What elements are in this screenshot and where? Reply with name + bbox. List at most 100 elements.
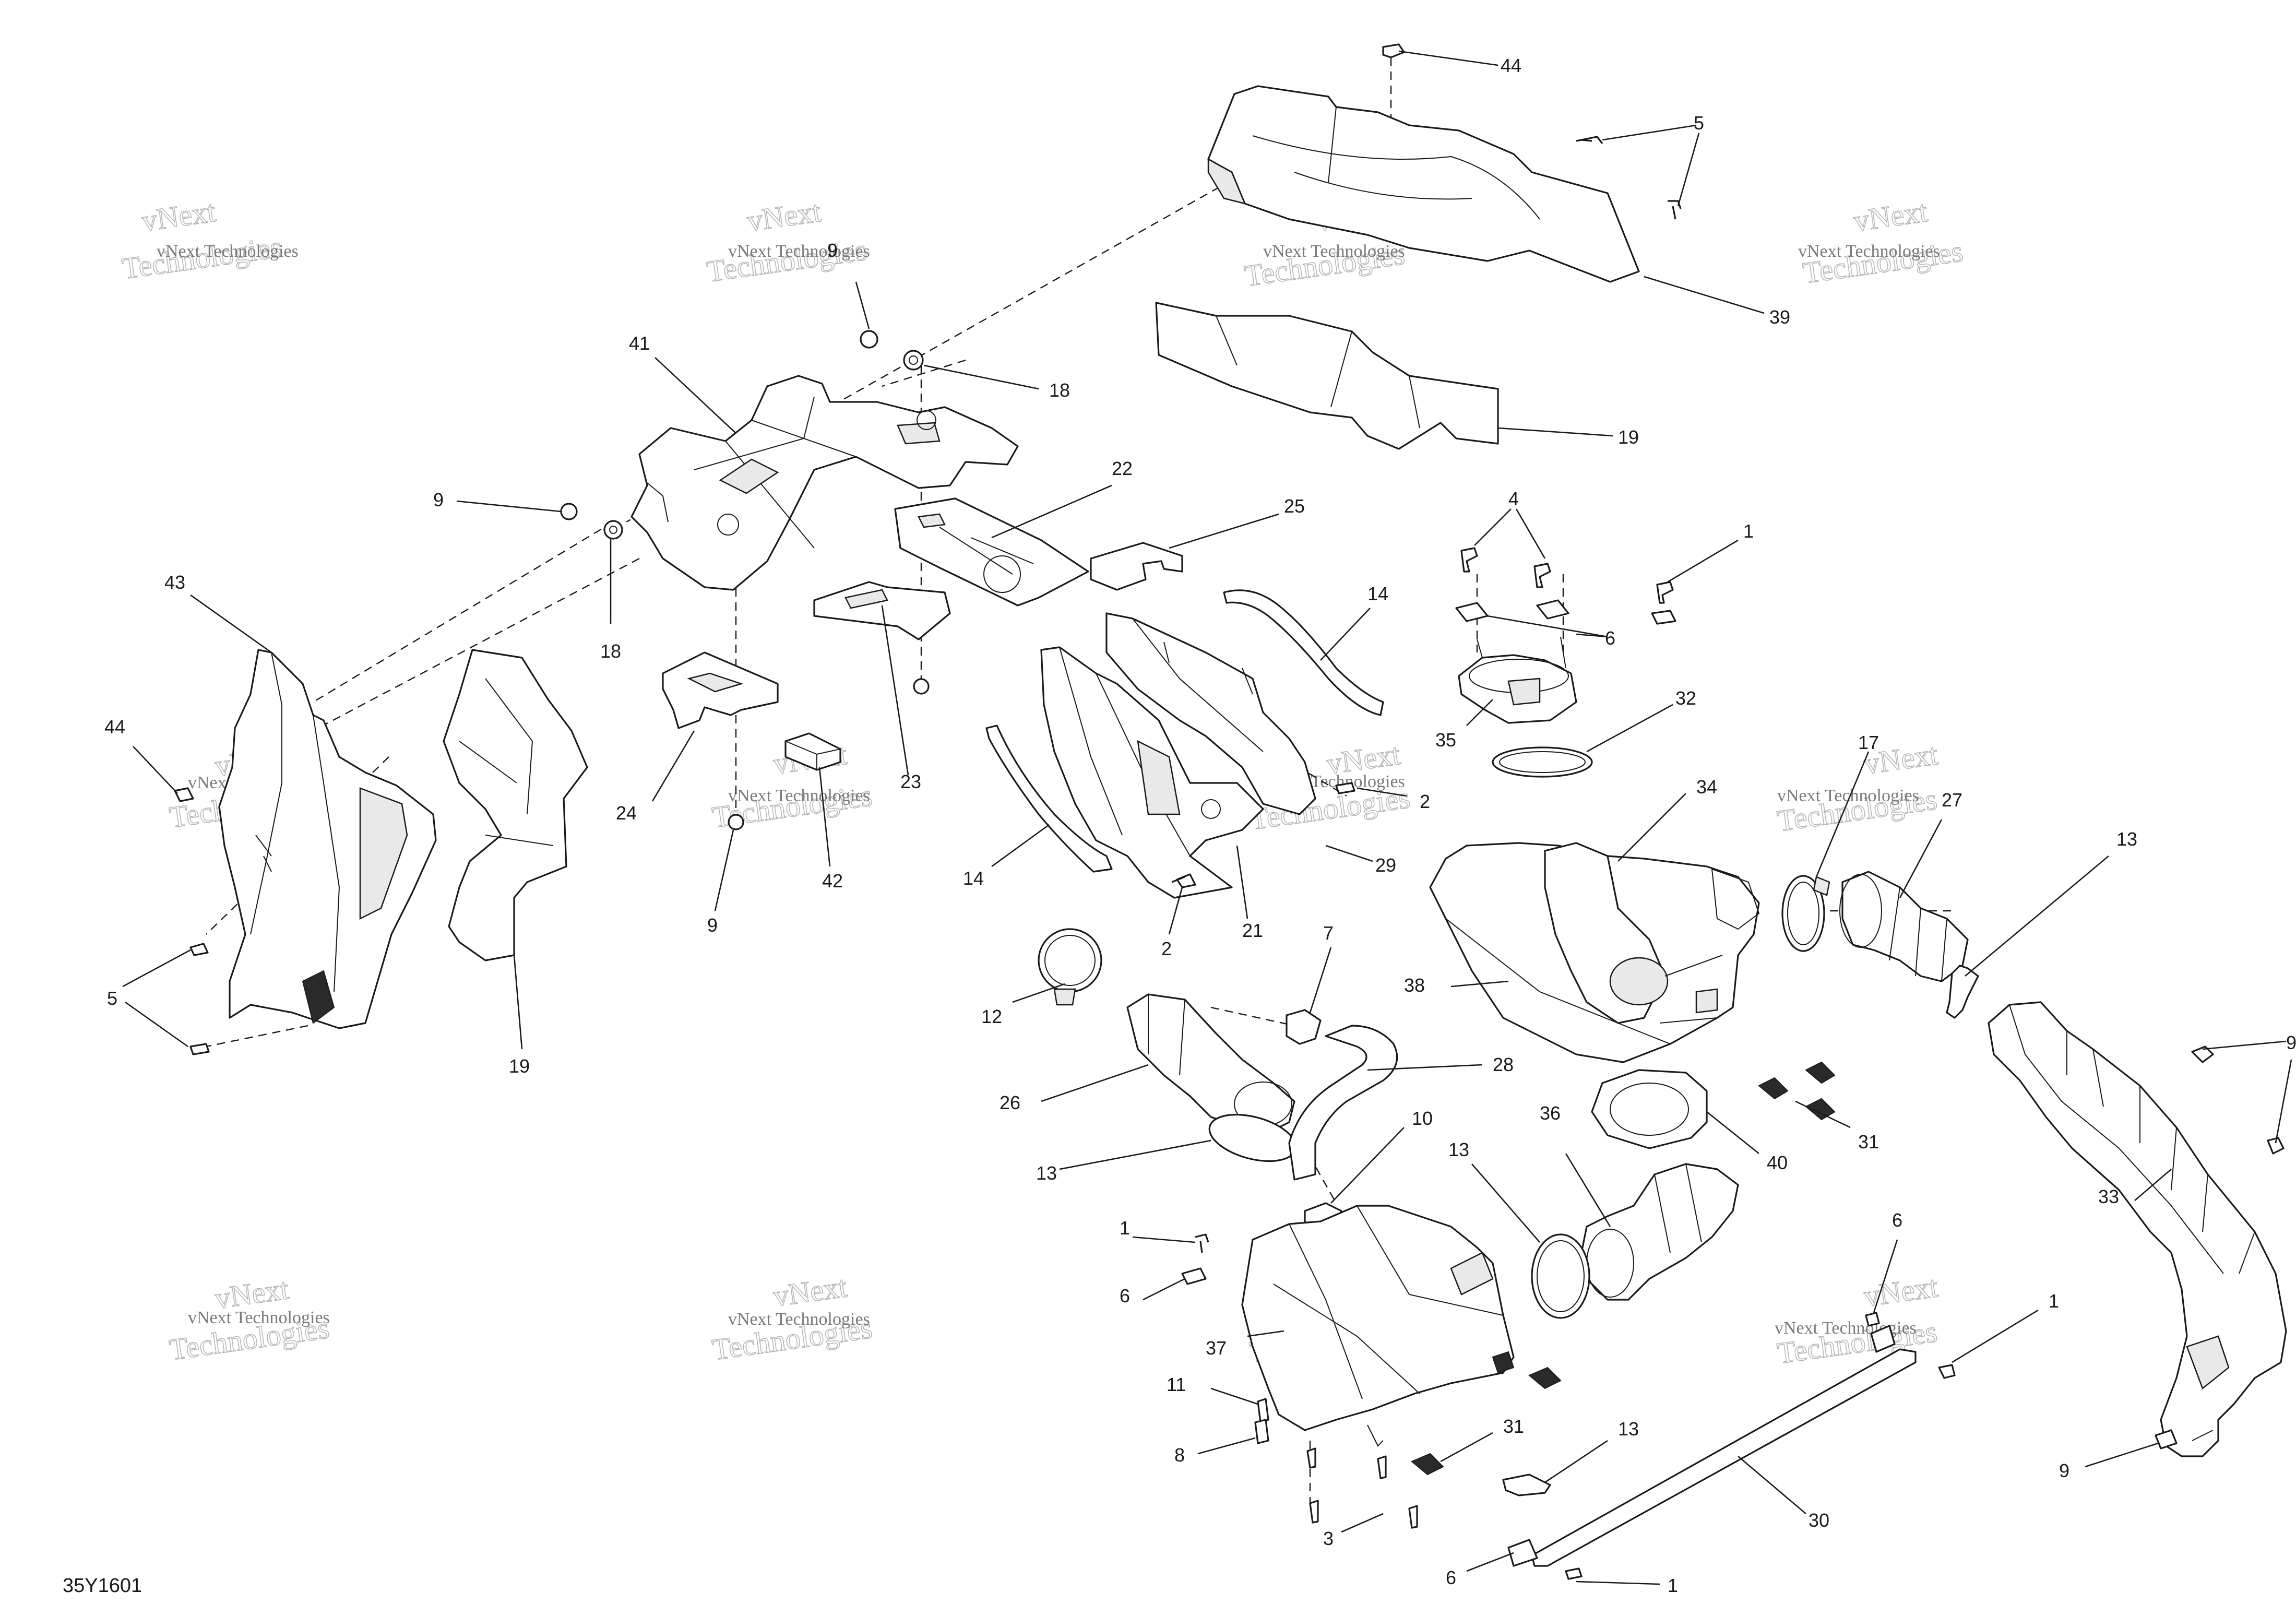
- leader-line: [1197, 1437, 1256, 1455]
- callout-10: 10: [1412, 1108, 1433, 1129]
- leader-line: [881, 605, 909, 776]
- fastener-6: [1651, 610, 1676, 625]
- watermark-outline-vnext: vNext: [771, 1269, 849, 1313]
- leader-line: [1012, 983, 1065, 1003]
- watermark-outline-vnext: vNext: [745, 194, 823, 238]
- alignment-line: [1301, 1143, 1337, 1204]
- callout-34: 34: [1696, 776, 1717, 798]
- leader-line: [1236, 845, 1248, 919]
- watermark-text: vNext Technologies: [1798, 242, 1940, 261]
- leader-line: [1487, 615, 1608, 638]
- watermark-text: vNext Technologies: [1263, 242, 1405, 261]
- callout-14: 14: [963, 868, 984, 889]
- alignment-line: [206, 1025, 308, 1048]
- fastener-18: [903, 350, 924, 371]
- leader-line: [655, 357, 736, 434]
- callout-44: 44: [104, 716, 125, 738]
- callout-5: 5: [1694, 112, 1704, 134]
- leader-line: [2202, 1040, 2287, 1050]
- leader-line: [1466, 699, 1493, 726]
- watermark-outline-vnext: vNext: [1851, 194, 1929, 238]
- parts: [174, 43, 2287, 1580]
- callout-25: 25: [1284, 495, 1305, 517]
- part-33-long-duct: [1988, 1001, 2287, 1457]
- watermark-text: vNext Technologies: [188, 1308, 330, 1327]
- fastener-3: [1408, 1505, 1418, 1529]
- leader-line: [1367, 1064, 1483, 1071]
- part-25-foam: [1090, 542, 1183, 591]
- leader-line: [1341, 1513, 1384, 1533]
- leader-line: [1965, 856, 2109, 977]
- leader-line: [818, 767, 831, 867]
- leader-line: [1565, 1153, 1611, 1227]
- fastener-9: [2267, 1137, 2285, 1155]
- part-39-upper-cover: [1207, 85, 1640, 283]
- leader-line: [125, 1001, 188, 1048]
- alignment-line: [313, 521, 614, 703]
- part-19-side-insulator: [443, 649, 588, 961]
- callout-1: 1: [1743, 520, 1754, 542]
- callout-2: 2: [1161, 938, 1172, 959]
- fasteners: [174, 43, 2285, 1580]
- callout-13: 13: [1448, 1139, 1469, 1160]
- callout-37: 37: [1206, 1337, 1227, 1359]
- callout-28: 28: [1493, 1054, 1514, 1075]
- fastener-4: [1460, 547, 1478, 573]
- callout-35: 35: [1435, 729, 1456, 751]
- callout-24: 24: [616, 802, 637, 824]
- leader-line: [991, 824, 1050, 868]
- watermark: vNext Technologies: [704, 194, 869, 289]
- leader-line: [714, 829, 734, 911]
- callout-29: 29: [1375, 854, 1396, 876]
- leader-line: [1450, 980, 1509, 988]
- callout-9: 9: [707, 914, 718, 936]
- leader-line: [1706, 1111, 1759, 1155]
- leader-line: [1815, 751, 1870, 877]
- part-23-foam: [813, 581, 951, 640]
- watermark-text: vNext Technologies: [1775, 1318, 1917, 1338]
- leader-line: [1497, 427, 1613, 437]
- part-26-inlet: [1126, 993, 1295, 1131]
- fastener-1: [1565, 1567, 1583, 1580]
- fastener-3: [1309, 1500, 1319, 1524]
- leader-line: [1357, 787, 1407, 797]
- part-35-nozzle: [1458, 636, 1577, 724]
- callout-30: 30: [1809, 1510, 1829, 1531]
- callout-labels: 44 5 39 9 41 18 19 22 25 9 18 43 4 1 14 …: [104, 55, 2296, 1596]
- callout-2: 2: [1420, 791, 1430, 812]
- leader-line: [1474, 508, 1512, 546]
- leader-line: [1143, 1278, 1185, 1301]
- fastener-18: [603, 520, 623, 540]
- watermark-outline-vnext: vNext: [1862, 1269, 1940, 1313]
- leader-line: [1132, 1236, 1196, 1243]
- callout-42: 42: [822, 870, 843, 892]
- part-12-clamp: [1038, 928, 1102, 1006]
- fastener-9: [728, 814, 744, 830]
- fastener-18-center: [609, 526, 617, 534]
- leader-line: [1617, 793, 1686, 862]
- fastener-9: [560, 503, 578, 520]
- leader-line: [1795, 1100, 1851, 1128]
- leader-line: [1320, 608, 1371, 661]
- callout-44: 44: [1501, 55, 1521, 76]
- leader-line: [456, 500, 562, 513]
- alignment-line: [1210, 1006, 1295, 1027]
- fastener-1: [1656, 581, 1674, 604]
- callout-39: 39: [1769, 306, 1790, 328]
- leader-line: [1466, 1552, 1514, 1572]
- leader-line: [1169, 513, 1279, 549]
- leader-line: [1247, 1330, 1284, 1337]
- callout-13: 13: [2116, 828, 2137, 850]
- callout-19: 19: [509, 1055, 530, 1077]
- leader-line: [1515, 508, 1546, 559]
- fastener-4: [1533, 563, 1551, 588]
- fastener-5: [1668, 200, 1682, 220]
- fastener-2: [1176, 873, 1196, 888]
- leader-line: [1330, 1127, 1405, 1204]
- part-14-seal-upper: [1223, 589, 1384, 716]
- leader-lines: [122, 50, 2292, 1585]
- alignment-line: [882, 359, 966, 387]
- leader-line: [991, 484, 1112, 539]
- part-14-seal-lower: [985, 724, 1113, 873]
- fastener-11: [1257, 1398, 1269, 1423]
